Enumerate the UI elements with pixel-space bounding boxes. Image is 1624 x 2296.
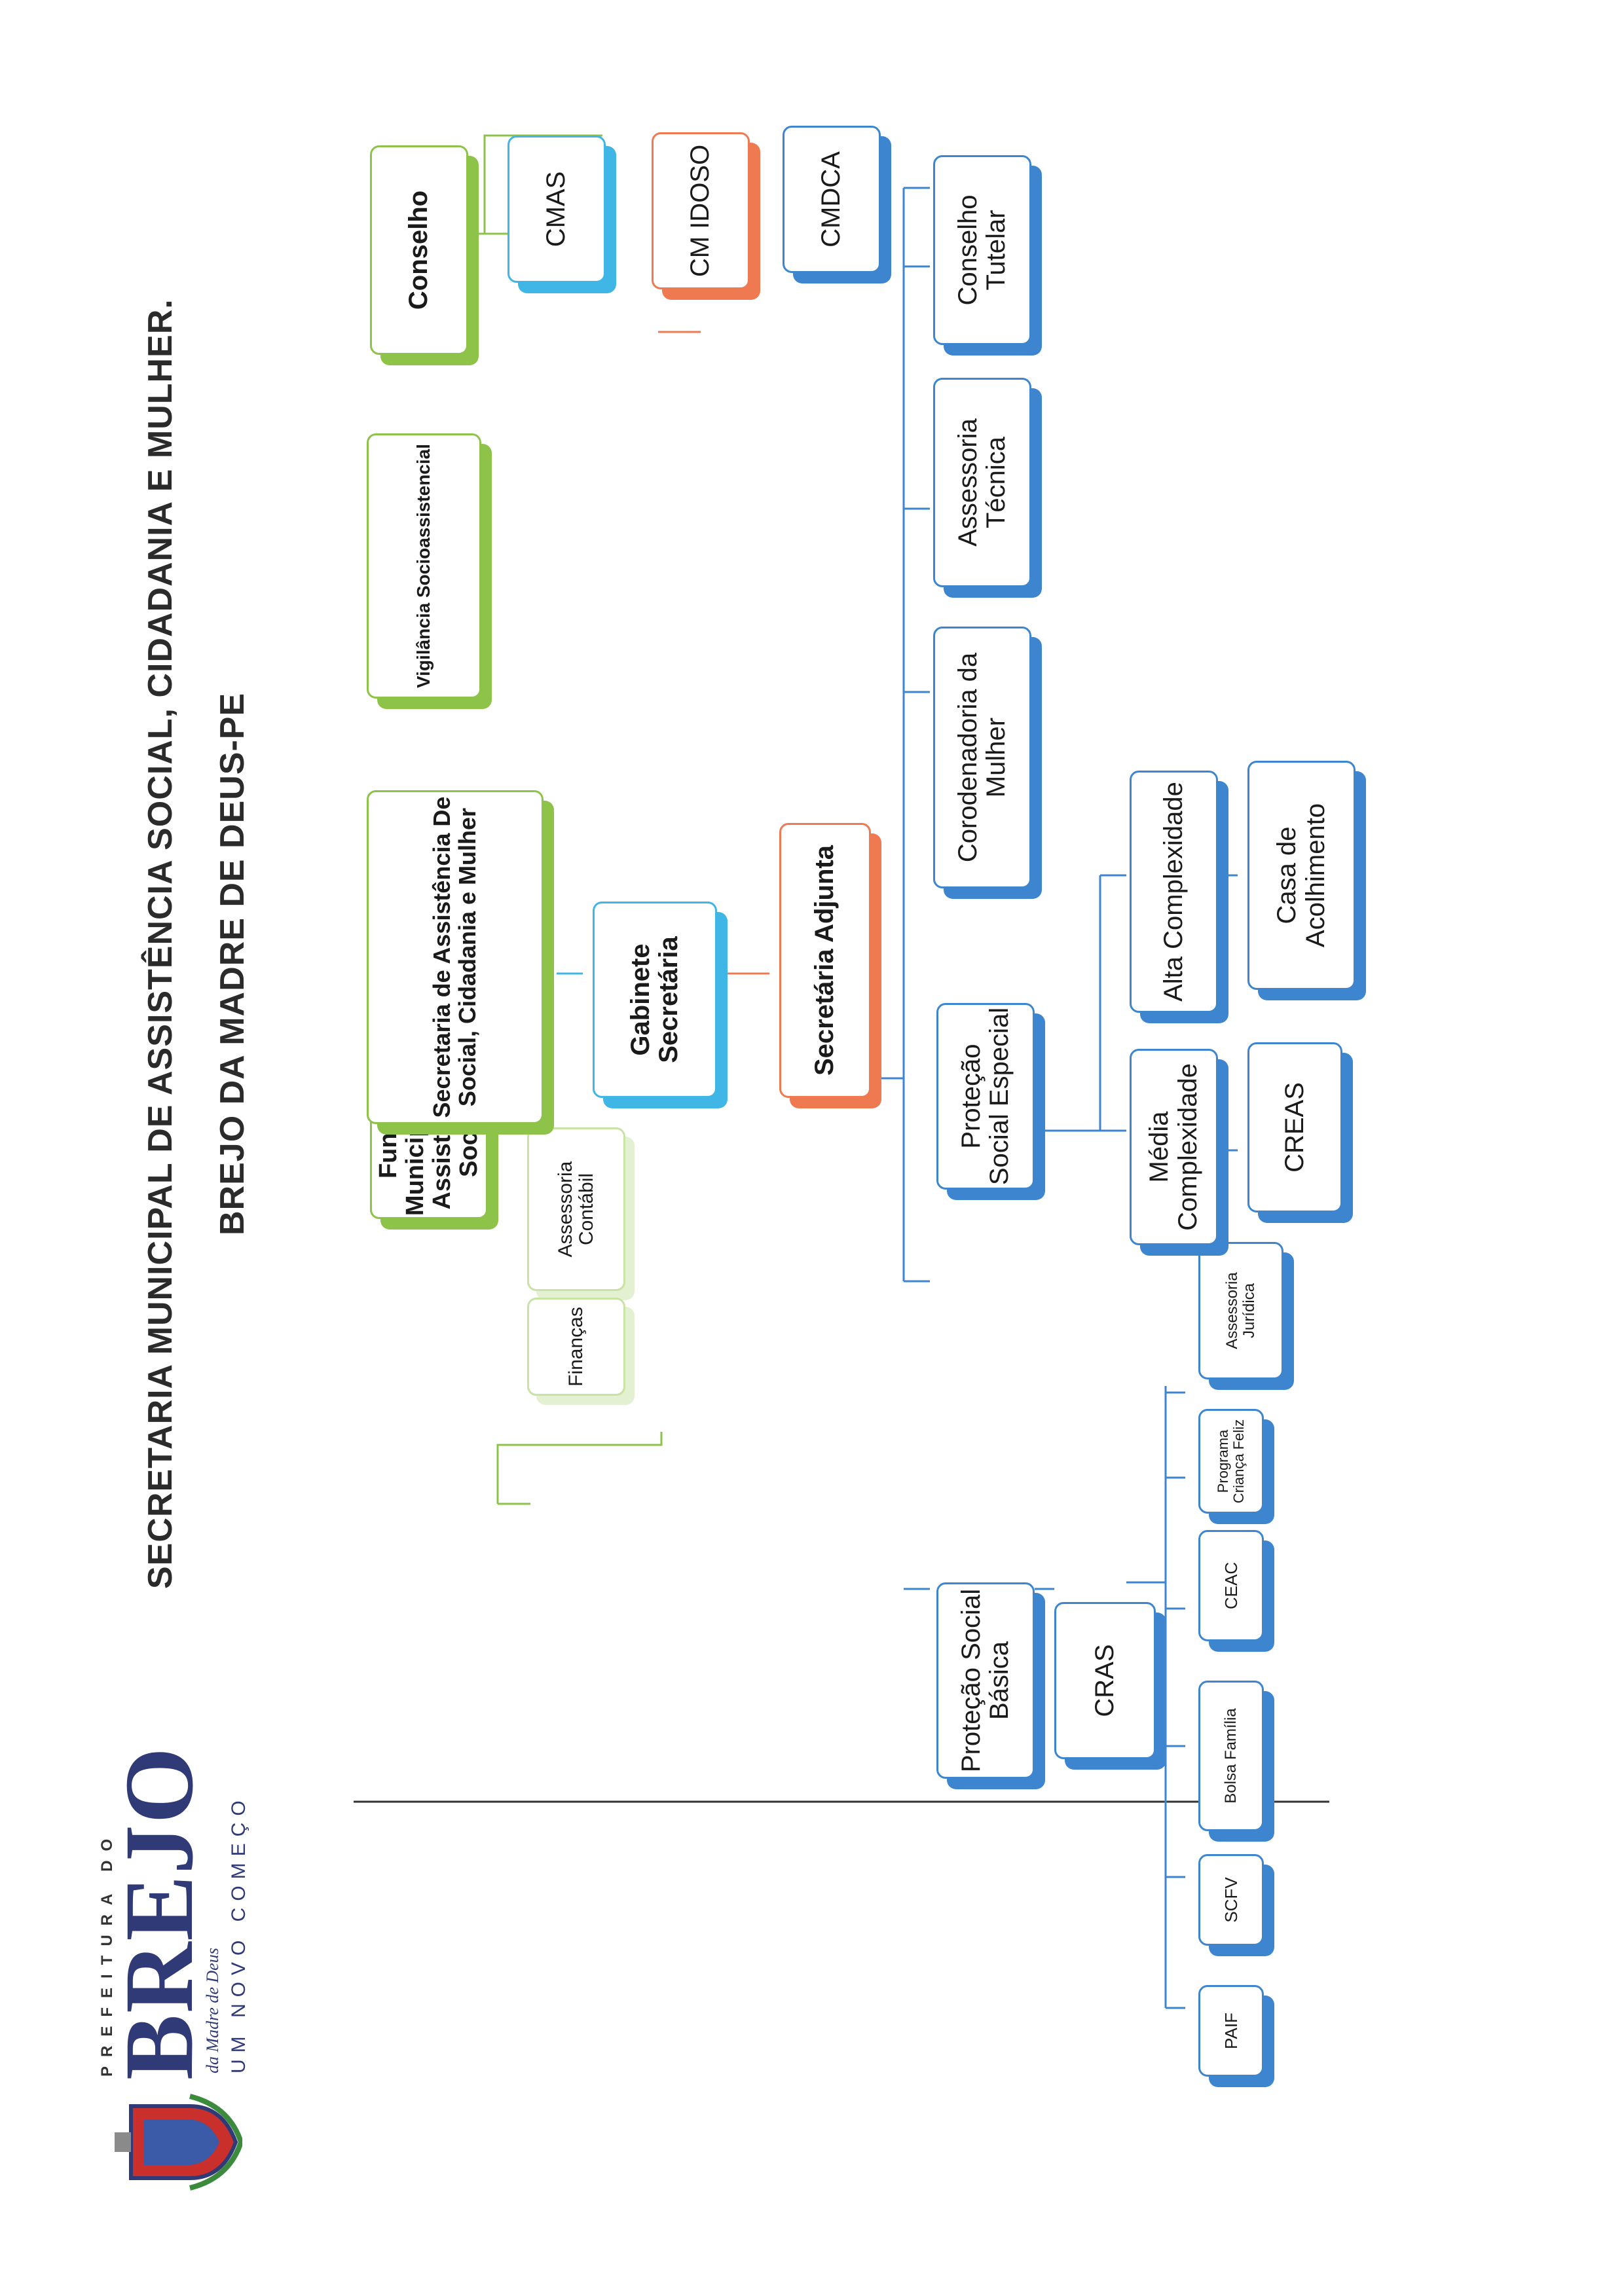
node-media-complexidade: Média Complexidade xyxy=(1130,1049,1218,1245)
node-coordenadoria-mulher: Corodenadoria da Mulher xyxy=(933,627,1031,888)
node-protecao-basica: Proteção Social Básica xyxy=(936,1582,1035,1779)
node-label: CREAS xyxy=(1280,1082,1309,1173)
node-label: Bolsa Família xyxy=(1222,1708,1240,1804)
node-alta-complexidade: Alta Complexidade xyxy=(1130,771,1218,1013)
node-financas: Finanças xyxy=(527,1298,625,1396)
node-cmas: CMAS xyxy=(507,136,606,283)
logo-slogan: UM NOVO COMEÇO xyxy=(228,1794,249,2073)
node-label: Assessoria Técnica xyxy=(953,418,1010,547)
node-label: CRAS xyxy=(1090,1644,1119,1717)
node-label: Secretaria de Assistência De Social, Cid… xyxy=(428,796,481,1118)
node-casa-acolhimento: Casa de Acolhimento xyxy=(1247,761,1356,990)
node-programa-crianca-feliz: Programa Criança Feliz xyxy=(1198,1409,1264,1514)
node-label: Assessoria Contábil xyxy=(554,1161,597,1258)
municipality-logo: PREFEITURA DO BREJO da Madre de Deus UM … xyxy=(98,1733,255,2191)
node-label: PAIF xyxy=(1221,2013,1241,2049)
node-label: Corodenadoria da Mulher xyxy=(953,652,1010,863)
page-subtitle: BREJO DA MADRE DE DEUS-PE xyxy=(213,692,251,1235)
node-label: CMAS xyxy=(542,171,571,247)
node-gabinete: Gabinete Secretária xyxy=(593,902,717,1098)
node-scfv: SCFV xyxy=(1198,1854,1264,1946)
node-assessoria-tecnica: Assessoria Técnica xyxy=(933,378,1031,587)
logo-name: BREJO xyxy=(105,1745,213,2080)
node-label: Média Complexidade xyxy=(1145,1063,1202,1231)
page-title: SECRETARIA MUNICIPAL DE ASSISTÊNCIA SOCI… xyxy=(141,299,179,1589)
node-creas: CREAS xyxy=(1247,1042,1342,1212)
node-label: Conselho xyxy=(404,190,434,310)
node-label: CMDCA xyxy=(817,151,846,247)
node-label: Assessoria Jurídica xyxy=(1223,1272,1258,1349)
node-label: Finanças xyxy=(564,1307,587,1387)
node-label: Programa Criança Feliz xyxy=(1215,1419,1247,1504)
node-paif: PAIF xyxy=(1198,1985,1264,2077)
node-label: SCFV xyxy=(1221,1877,1241,1923)
node-label: CEAC xyxy=(1221,1561,1241,1610)
node-label: Proteção Social Básica xyxy=(956,1588,1014,1773)
node-secretaria-adjunta: Secretária Adjunta xyxy=(779,823,871,1098)
logo-subname: da Madre de Deus xyxy=(203,1948,222,2073)
node-label: Proteção Social Especial xyxy=(956,1007,1014,1186)
node-protecao-especial: Proteção Social Especial xyxy=(936,1003,1035,1190)
node-cmdca: CMDCA xyxy=(783,126,881,273)
coat-of-arms-icon xyxy=(115,2094,242,2191)
node-bolsa-familia: Bolsa Família xyxy=(1198,1681,1264,1831)
node-label: Alta Complexidade xyxy=(1158,782,1188,1002)
node-secretaria-assistencia: Secretaria de Assistência De Social, Cid… xyxy=(367,790,544,1124)
node-assessoria-juridica: Assessoria Jurídica xyxy=(1198,1242,1283,1379)
node-label: Gabinete Secretária xyxy=(625,936,683,1063)
node-vigilancia: Vigilância Socioassistencial xyxy=(367,433,481,699)
node-conselho-tutelar: Conselho Tutelar xyxy=(933,155,1031,345)
node-ceac: CEAC xyxy=(1198,1530,1264,1641)
node-label: Conselho Tutelar xyxy=(953,194,1010,306)
node-cras: CRAS xyxy=(1054,1602,1156,1759)
node-conselho: Conselho xyxy=(370,145,468,355)
node-assessoria-contabil: Assessoria Contábil xyxy=(527,1127,625,1291)
node-label: Vigilância Socioassistencial xyxy=(413,444,434,688)
node-label: Secretária Adjunta xyxy=(810,845,840,1076)
node-label: CM IDOSO xyxy=(686,144,715,278)
node-label: Casa de Acolhimento xyxy=(1272,803,1330,948)
node-cm-idoso: CM IDOSO xyxy=(652,132,750,289)
